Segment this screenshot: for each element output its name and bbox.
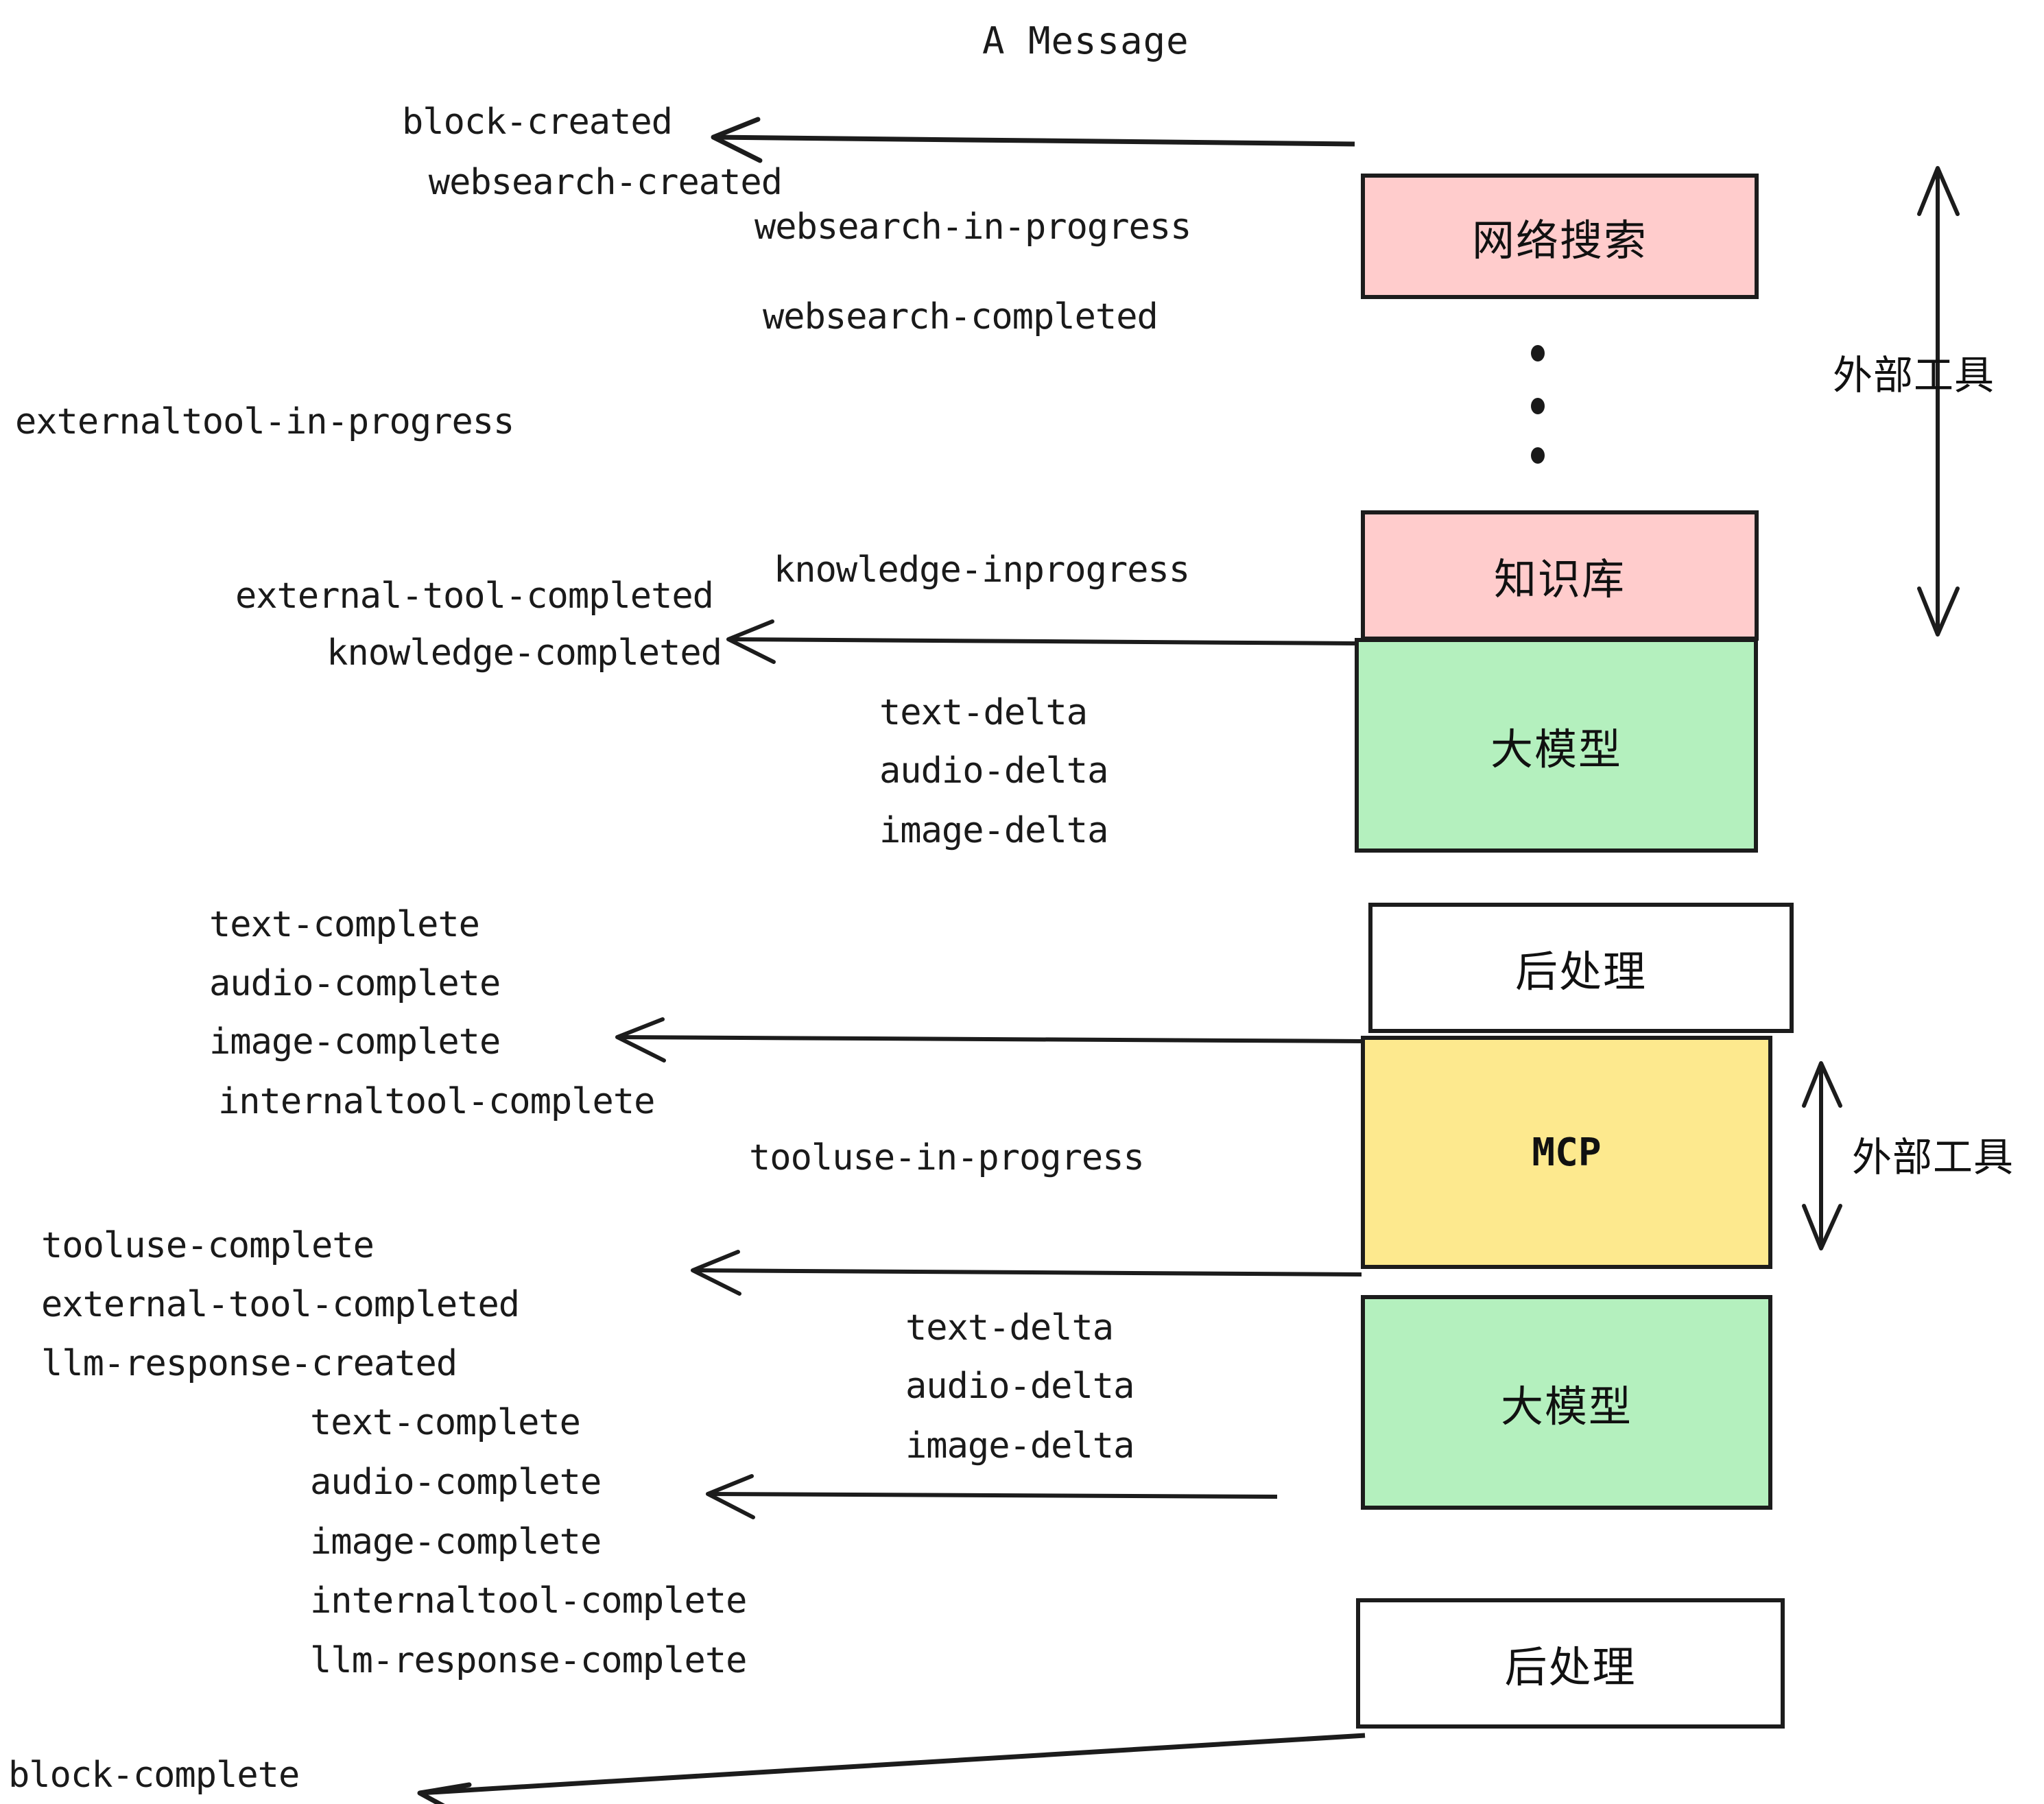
side-label-external-tool-bottom: 外部工具 <box>1852 1134 2015 1180</box>
event-label-knowledge-inprogress: knowledge-inprogress <box>774 549 1190 591</box>
side-label-external-tool-top: 外部工具 <box>1833 352 1995 399</box>
box-llm-first[interactable]: 大模型 <box>1355 638 1758 853</box>
event-label-audio-complete-1: audio-complete <box>209 963 501 1004</box>
box-mcp[interactable]: MCP <box>1361 1036 1772 1269</box>
event-label-websearch-created: websearch-created <box>428 162 783 203</box>
arrow-llm2-to-audio-complete <box>706 1474 1278 1519</box>
event-label-websearch-completed: websearch-completed <box>763 296 1158 337</box>
event-label-llm-response-complete: llm-response-complete <box>310 1640 747 1681</box>
event-label-block-created: block-created <box>402 102 673 143</box>
event-label-image-delta-1: image-delta <box>879 810 1108 851</box>
event-label-text-complete-1: text-complete <box>209 904 480 945</box>
arrow-websearch-to-created <box>711 117 1355 163</box>
box-websearch[interactable]: 网络搜索 <box>1361 174 1759 299</box>
arrow-postprocess2-to-block-complete <box>417 1733 1366 1804</box>
external-tool-double-arrow-bottom <box>1802 1061 1842 1250</box>
external-tool-double-arrow-top <box>1917 166 1960 637</box>
event-label-audio-complete-2: audio-complete <box>310 1462 602 1503</box>
event-label-external-tool-completed-1: external-tool-completed <box>235 575 714 617</box>
box-llm-second[interactable]: 大模型 <box>1361 1295 1772 1510</box>
event-label-text-complete-2: text-complete <box>310 1402 581 1443</box>
event-label-text-delta-2: text-delta <box>905 1307 1114 1349</box>
event-label-block-complete: block-complete <box>8 1755 300 1796</box>
arrow-postprocess1-to-image-complete <box>615 1017 1366 1063</box>
event-label-internaltool-complete-1: internaltool-complete <box>218 1081 655 1122</box>
event-label-image-complete-2: image-complete <box>310 1521 602 1563</box>
page-title: A Message <box>982 19 1189 62</box>
ellipsis-dot <box>1531 345 1545 361</box>
event-label-websearch-in-progress: websearch-in-progress <box>754 206 1191 248</box>
event-label-image-complete-1: image-complete <box>209 1021 501 1063</box>
arrow-knowledge-to-completed <box>726 619 1355 664</box>
arrow-mcp-to-tooluse-complete <box>691 1250 1362 1296</box>
ellipsis-dot <box>1531 398 1545 414</box>
box-postprocess-second[interactable]: 后处理 <box>1356 1598 1785 1729</box>
event-label-audio-delta-2: audio-delta <box>905 1366 1134 1407</box>
event-label-tooluse-complete: tooluse-complete <box>41 1225 375 1266</box>
event-label-knowledge-completed: knowledge-completed <box>326 632 722 674</box>
event-label-text-delta-1: text-delta <box>879 692 1088 733</box>
box-knowledge[interactable]: 知识库 <box>1361 510 1759 641</box>
event-label-image-delta-2: image-delta <box>905 1425 1134 1467</box>
ellipsis-dot <box>1531 447 1545 464</box>
event-label-audio-delta-1: audio-delta <box>879 750 1108 792</box>
event-label-externaltool-in-progress: externaltool-in-progress <box>15 401 514 442</box>
event-label-llm-response-created: llm-response-created <box>41 1343 457 1384</box>
box-postprocess-first[interactable]: 后处理 <box>1368 903 1794 1033</box>
event-label-external-tool-completed-2: external-tool-completed <box>41 1284 520 1325</box>
event-label-tooluse-in-progress: tooluse-in-progress <box>749 1137 1145 1178</box>
event-label-internaltool-complete-2: internaltool-complete <box>310 1580 747 1622</box>
